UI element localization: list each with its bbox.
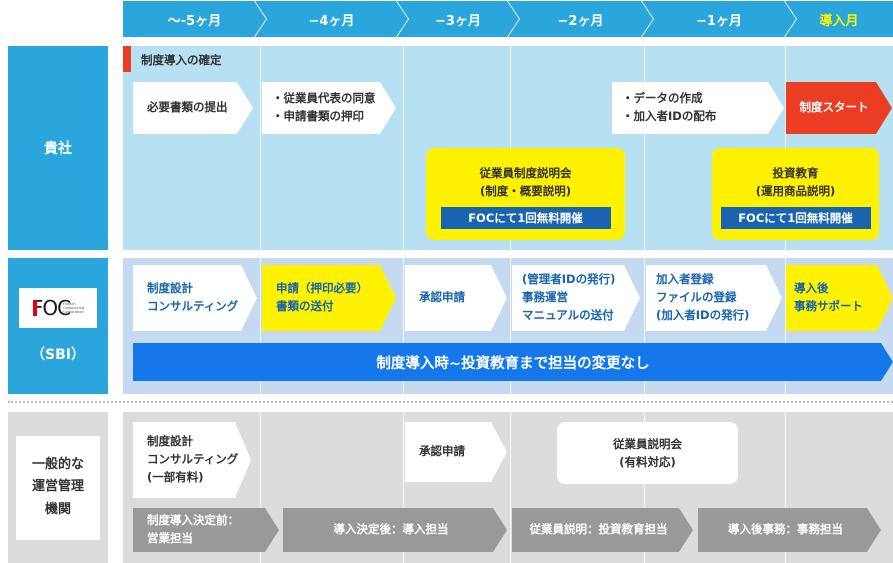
- investment-education-box: 投資教育 (運用商品説明) FOCにて1回無料開催: [712, 148, 879, 240]
- phase-implementation: 導入決定後：導入担当: [283, 508, 507, 552]
- company-step-data-creation: ・データの作成 ・加入者IDの配布: [612, 82, 784, 134]
- decision-tag: 制度導入の確定: [141, 53, 222, 67]
- foc-step-design-consulting: 制度設計 コンサルティング: [133, 265, 257, 331]
- section-divider: [8, 401, 893, 403]
- foc-step-approval: 承認申請: [405, 265, 507, 331]
- row-label-foc-text: （SBI）: [31, 347, 85, 363]
- company-step-consent: ・従業員代表の同意 ・申請書類の押印: [262, 82, 396, 134]
- general-step-design-consulting: 制度設計 コンサルティング (一部有料): [133, 422, 251, 498]
- free-education-badge: FOCにて1回無料開催: [720, 206, 871, 229]
- phase-operations: 導入後事務：事務担当: [698, 508, 881, 552]
- foc-step-post-support: 導入後 事務サポート: [786, 265, 893, 331]
- foc-logo-mark: [33, 300, 37, 316]
- foc-step-send-application: 申請（押印必要） 書類の送付: [262, 265, 396, 331]
- foc-step-admin-manual: (管理者IDの発行) 事務運営 マニュアルの送付: [512, 265, 640, 331]
- company-step-system-start: 制度スタート: [786, 82, 892, 134]
- foc-logo: FOC Fintech Outsourcing Corporation: [19, 288, 97, 328]
- foc-step-member-registration: 加入者登録 ファイルの登録 (加入者IDの発行): [646, 265, 782, 331]
- timeline-month-5: 〜-5ヶ月: [123, 1, 266, 37]
- timeline-month-1: −1ヶ月: [642, 1, 796, 37]
- row-label-general: 一般的な 運営管理 機関: [8, 412, 108, 563]
- row-label-company: 貴社: [8, 46, 108, 250]
- general-employee-seminar: 従業員説明会 (有料対応): [557, 422, 738, 484]
- general-label-card: 一般的な 運営管理 機関: [16, 435, 100, 540]
- continuity-banner: 制度導入時~投資教育まで担当の変更なし: [133, 343, 893, 381]
- timeline-launch-month: 導入月: [785, 1, 893, 37]
- decision-marker: [123, 46, 131, 72]
- timeline-month-3: −3ヶ月: [397, 1, 519, 37]
- free-seminar-badge: FOCにて1回無料開催: [440, 206, 611, 229]
- timeline-month-2: −2ヶ月: [508, 1, 653, 37]
- timeline-month-4: −4ヶ月: [255, 1, 408, 37]
- row-label-company-text: 貴社: [44, 141, 72, 157]
- row-label-foc: FOC Fintech Outsourcing Corporation （SBI…: [8, 258, 108, 394]
- employee-seminar-box: 従業員制度説明会 (制度・概要説明) FOCにて1回無料開催: [426, 148, 625, 240]
- phase-investment-education: 従業員説明：投資教育担当: [512, 508, 693, 552]
- general-step-approval: 承認申請: [405, 422, 507, 482]
- phase-sales: 制度導入決定前： 営業担当: [133, 508, 279, 552]
- company-step-submit-documents: 必要書類の提出: [133, 82, 253, 134]
